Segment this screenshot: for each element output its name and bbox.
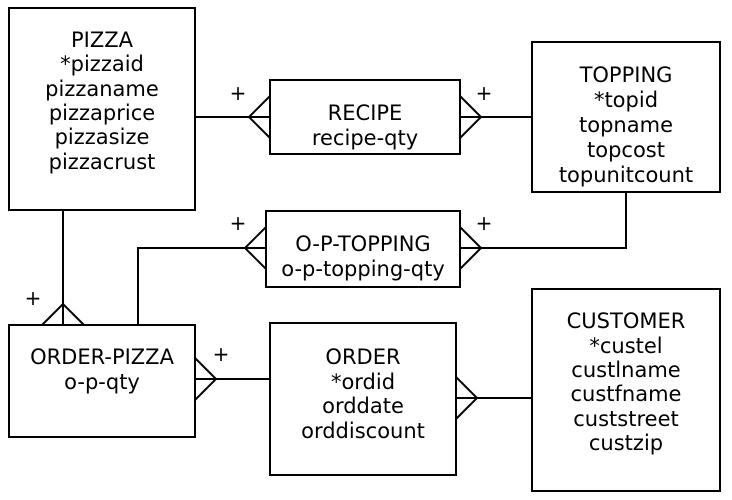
crows-foot-orderpizza-right [194, 357, 218, 401]
entity-customer-box [531, 288, 721, 492]
crows-foot-order-right [455, 376, 479, 420]
entity-customer-title: CUSTOMER [567, 309, 686, 333]
plus-marker-optopping-left: + [230, 211, 247, 235]
entity-topping-attribute: *topid [594, 88, 658, 112]
entity-order: ORDER *ordid orddate orddiscount [269, 322, 457, 476]
entity-order-pizza-attribute: o-p-qty [64, 370, 140, 394]
entity-recipe-title: RECIPE [328, 101, 403, 125]
entity-topping-attribute: topunitcount [559, 163, 693, 187]
entity-topping-box [531, 41, 721, 193]
entity-recipe: RECIPE recipe-qty [269, 79, 461, 155]
entity-order-title: ORDER [325, 345, 400, 369]
crows-feet [41, 95, 483, 420]
relationship-lines [62, 116, 627, 399]
entity-o-p-topping-attribute: o-p-topping-qty [281, 257, 445, 281]
crows-foot-orderpizza-top [41, 302, 85, 326]
entity-customer-attribute: custzip [589, 431, 663, 455]
entity-pizza-attribute: pizzaprice [49, 101, 155, 125]
crows-foot-optopping-left [243, 226, 267, 270]
entity-order-pizza: ORDER-PIZZA o-p-qty [8, 324, 196, 438]
entity-customer-attribute: custfname [571, 382, 682, 406]
entity-customer-attribute: custstreet [573, 407, 678, 431]
optional-markers: + + + + + + [25, 81, 493, 366]
entity-pizza-attribute: *pizzaid [60, 52, 144, 76]
entity-topping-title: TOPPING [579, 63, 673, 87]
entity-o-p-topping-box [265, 210, 461, 288]
crows-foot-optopping-right [459, 226, 483, 270]
crows-foot-recipe-right [459, 95, 483, 139]
entity-o-p-topping: O-P-TOPPING o-p-topping-qty [265, 210, 461, 288]
entity-pizza-attribute: pizzacrust [49, 150, 156, 174]
entity-o-p-topping-title: O-P-TOPPING [295, 232, 430, 256]
entity-topping-attribute: topcost [587, 138, 665, 162]
plus-marker-pizza-recipe: + [230, 81, 247, 105]
entity-order-attribute: orddate [322, 394, 404, 418]
entity-pizza-title: PIZZA [71, 28, 134, 52]
entity-order-attribute: orddiscount [301, 419, 425, 443]
entity-order-box [269, 322, 457, 476]
entity-order-pizza-box [8, 324, 196, 438]
entity-pizza-attribute: pizzaname [45, 77, 159, 101]
entity-recipe-attribute: recipe-qty [312, 126, 418, 150]
entity-topping-attribute: topname [579, 113, 673, 137]
plus-marker-recipe-topping: + [476, 81, 493, 105]
plus-marker-optopping-right: + [476, 211, 493, 235]
entity-pizza-attribute: pizzasize [55, 125, 150, 149]
optopping-orderpizza-line [137, 247, 266, 325]
entity-order-attribute: *ordid [331, 370, 395, 394]
entity-customer-attribute: *custel [589, 334, 662, 358]
entity-pizza: PIZZA *pizzaid pizzaname pizzaprice pizz… [8, 7, 196, 211]
entity-customer-attribute: custlname [571, 358, 680, 382]
plus-marker-orderpizza-order: + [213, 342, 230, 366]
topping-optopping-line [460, 192, 627, 249]
entity-recipe-box [269, 79, 461, 155]
plus-marker-orderpizza-top: + [25, 286, 42, 310]
crows-foot-recipe-left [247, 95, 271, 139]
entity-order-pizza-title: ORDER-PIZZA [30, 345, 175, 369]
entity-customer: CUSTOMER *custel custlname custfname cus… [531, 288, 721, 492]
entity-pizza-box [8, 7, 196, 211]
entity-topping: TOPPING *topid topname topcost topunitco… [531, 41, 721, 193]
